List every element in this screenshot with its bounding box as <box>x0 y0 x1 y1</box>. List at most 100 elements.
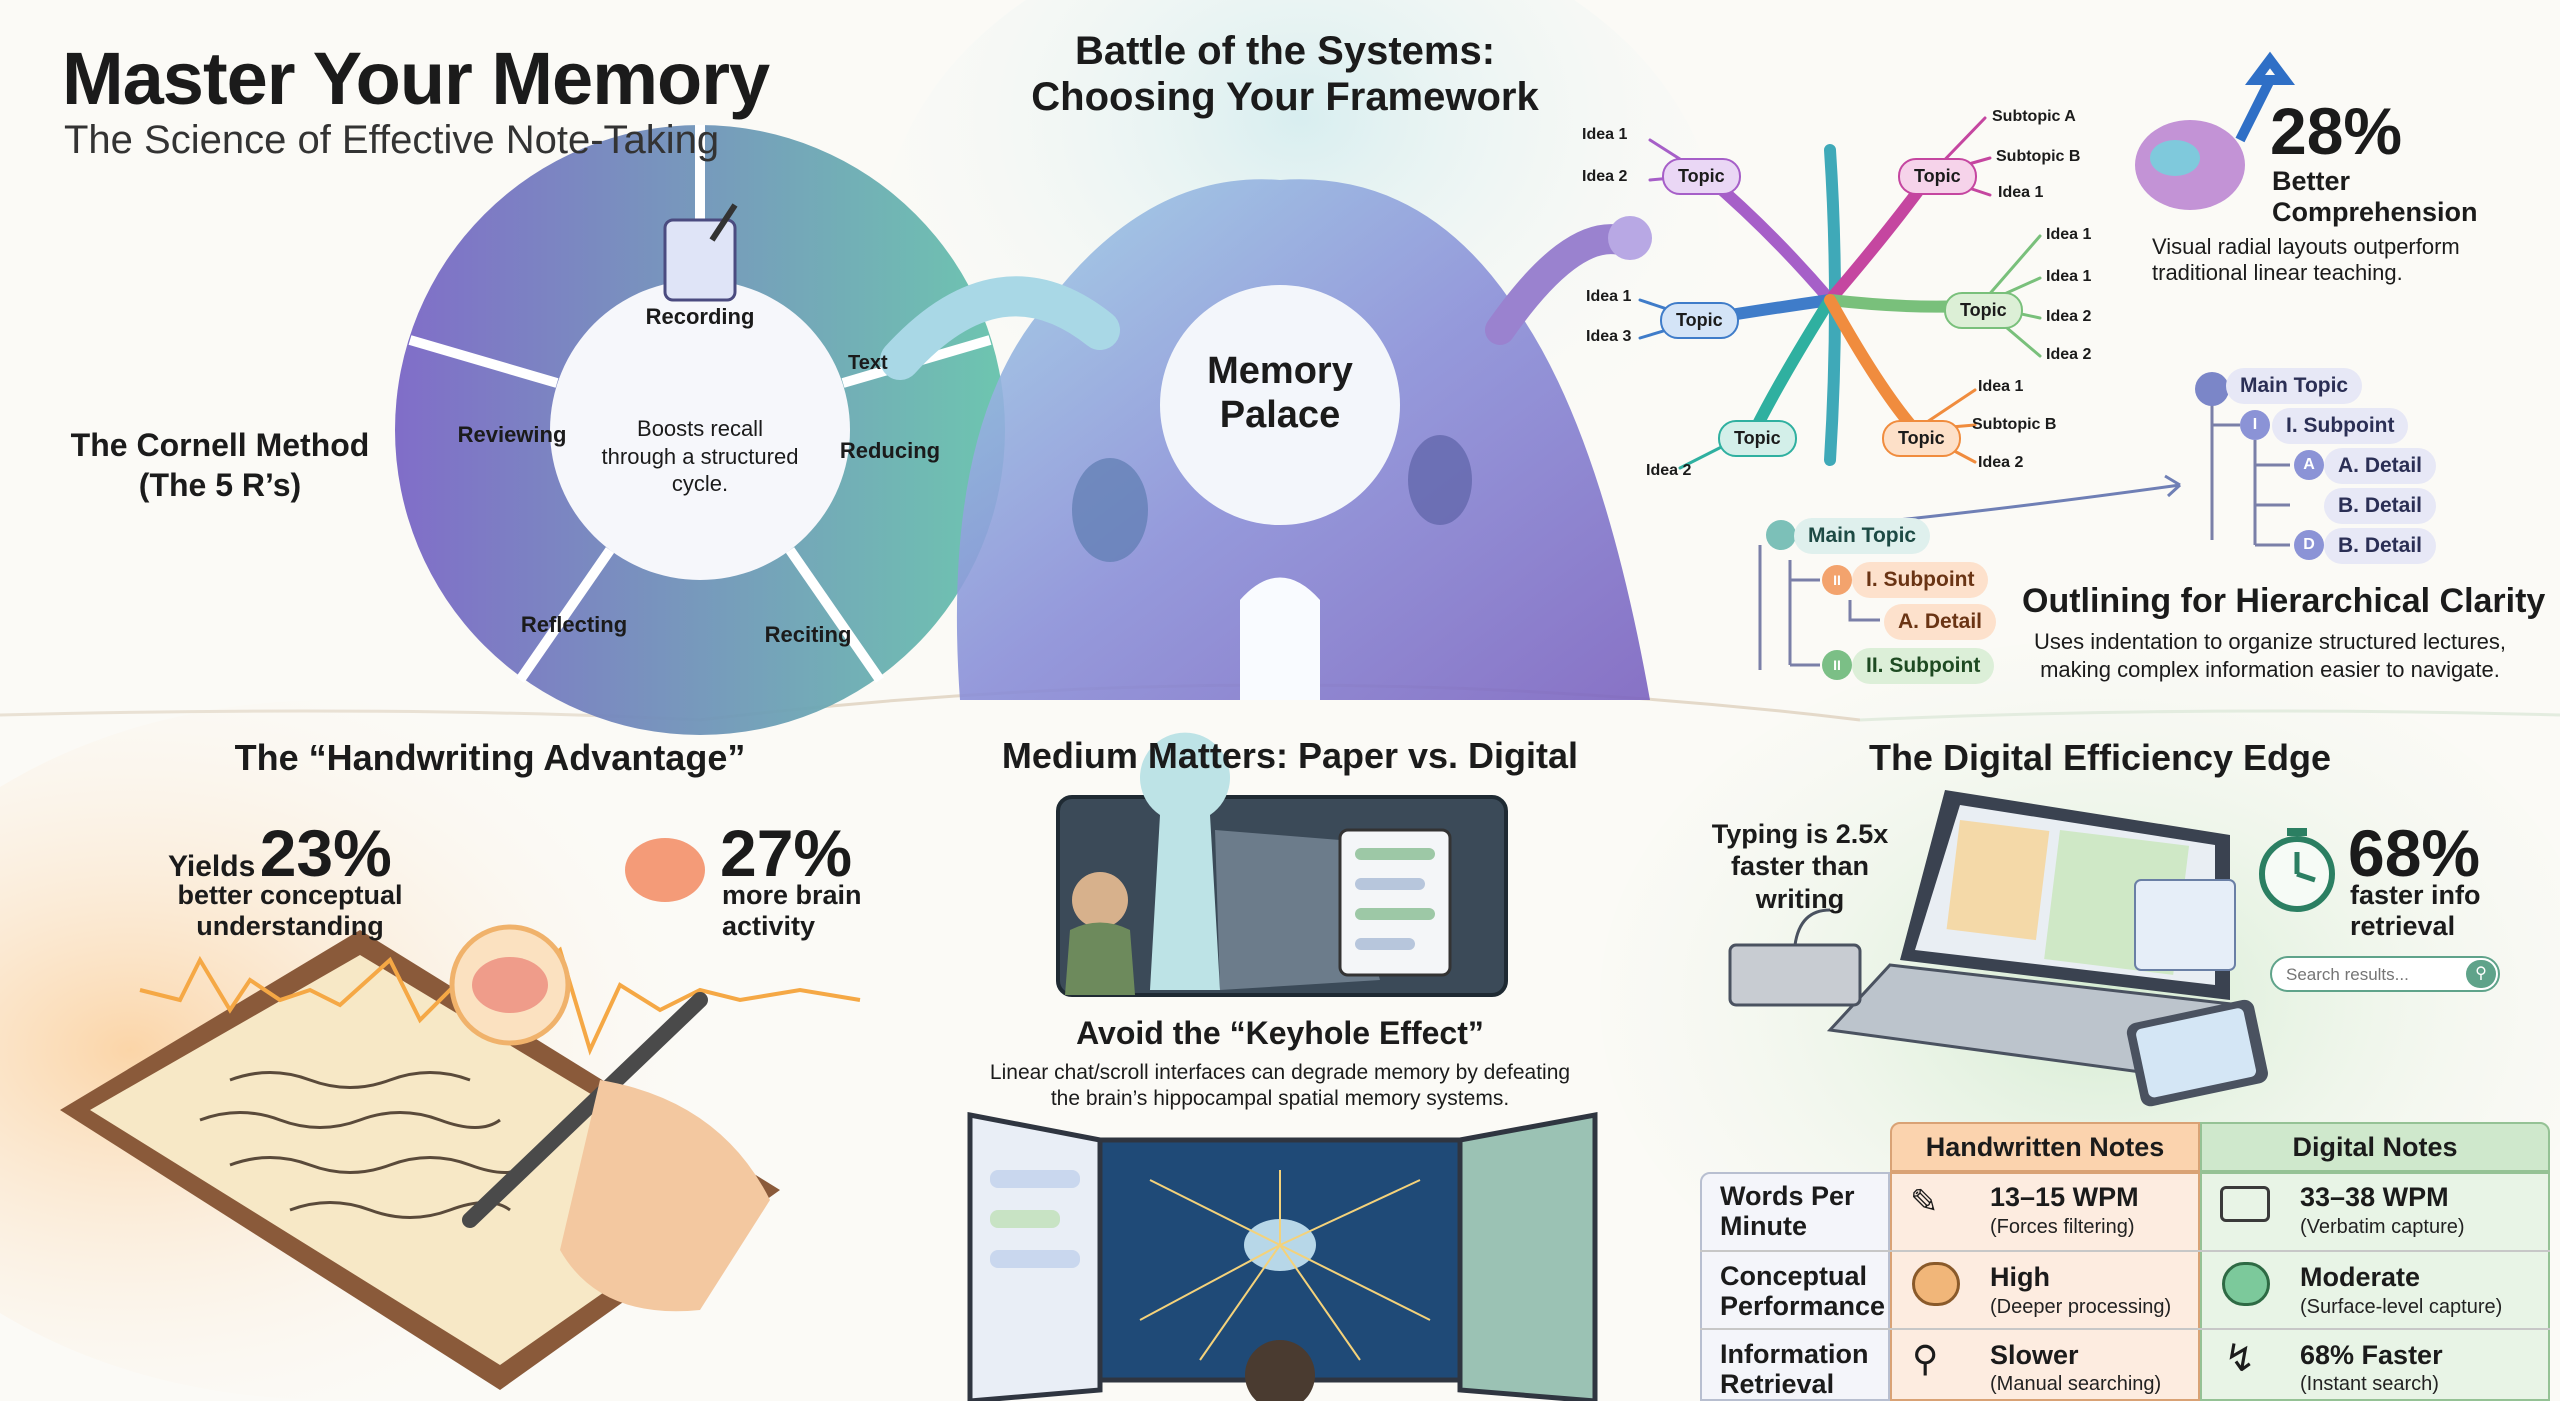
mindmap-idea: Idea 1 <box>1582 126 1628 143</box>
outline-marker: II <box>1822 650 1852 680</box>
table-label-column <box>1700 1172 1890 1401</box>
table-cell: (Surface-level capture) <box>2300 1296 2503 1318</box>
mindmap-idea: Idea 2 <box>1646 462 1692 479</box>
page-subtitle: The Science of Effective Note-Taking <box>64 118 720 162</box>
outline-subpoint: I. Subpoint <box>1852 562 1989 598</box>
table-row-label: Conceptual Performance <box>1720 1261 1886 1321</box>
outline-detail: B. Detail <box>2324 488 2437 524</box>
keyboard-icon <box>2220 1186 2270 1222</box>
brain-icon <box>1912 1262 1960 1306</box>
list-icon <box>1766 520 1796 550</box>
mindmap-node-3: Topic <box>1660 302 1739 339</box>
digital-stat-label: faster info retrieval <box>2350 880 2481 942</box>
medium-title: Medium Matters: Paper vs. Digital <box>1001 735 1579 776</box>
outline-marker: D <box>2294 530 2324 560</box>
list-icon <box>2195 372 2229 406</box>
outline-marker: I <box>2240 410 2270 440</box>
cornell-wheel <box>395 125 1005 735</box>
table-cell: High <box>1990 1262 2050 1292</box>
outline-detail: B. Detail <box>2324 528 2437 564</box>
table-cell: (Manual searching) <box>1990 1373 2162 1395</box>
outlining-desc: Uses indentation to organize structured … <box>2033 629 2507 682</box>
mindmap-idea: Idea 1 <box>2046 268 2092 285</box>
search-box[interactable]: ⚲ <box>2270 956 2500 992</box>
typing-speed-text: Typing is 2.5x faster than writing <box>1711 819 1889 914</box>
cornell-step-recording: Recording <box>645 304 755 329</box>
table-cell: 33–38 WPM <box>2300 1182 2449 1212</box>
table-cell: (Deeper processing) <box>1990 1296 2172 1318</box>
mindmap-idea: Idea 1 <box>1998 184 2044 201</box>
reducing-icon-text: Text <box>848 352 888 374</box>
outline-detail: A. Detail <box>1884 604 1997 640</box>
table-cell: 13–15 WPM <box>1990 1182 2139 1212</box>
laptop-illustration <box>1728 790 2335 1107</box>
table-header-digital: Digital Notes <box>2200 1122 2550 1172</box>
mindmap-idea: Idea 1 <box>1586 288 1632 305</box>
mindmap-idea: Idea 2 <box>1978 454 2024 471</box>
comprehension-stat-value: 28% <box>2270 94 2403 168</box>
mindmap-node-1: Topic <box>1662 158 1741 195</box>
outline-subpoint: II. Subpoint <box>1852 648 1995 684</box>
cornell-center-text: Boosts recall through a structured cycle… <box>601 416 799 496</box>
pen-icon: ✎ <box>1910 1183 1939 1221</box>
table-cell: (Verbatim capture) <box>2300 1216 2465 1238</box>
outlining-title: Outlining for Hierarchical Clarity <box>2022 582 2546 620</box>
mindmap-idea: Subtopic B <box>1996 148 2081 165</box>
mindmap-idea: Idea 1 <box>2046 226 2092 243</box>
brain-icon <box>2222 1262 2270 1306</box>
memory-palace-label: Memory Palace <box>1207 350 1353 436</box>
outline-marker: II <box>1822 565 1852 595</box>
digital-stat: 68% <box>2348 816 2481 890</box>
mindmap-idea: Idea 2 <box>2046 346 2092 363</box>
mindmap-node-2: Topic <box>1898 158 1977 195</box>
table-cell: 68% Faster <box>2300 1340 2443 1370</box>
search-icon[interactable]: ⚲ <box>2466 960 2496 988</box>
table-divider <box>1700 1250 2550 1252</box>
battle-title: Battle of the Systems: Choosing Your Fra… <box>1031 29 1539 119</box>
handwriting-stat-1-label: better conceptual understanding <box>177 880 403 942</box>
table-row-label: Information Retrieval <box>1720 1339 1869 1399</box>
outline-main-topic: Main Topic <box>2226 368 2363 404</box>
mindmap-idea: Subtopic A <box>1992 108 2076 125</box>
comparison-table: Handwritten Notes Digital Notes Words Pe… <box>1700 1122 2550 1401</box>
table-row-label: Words Per Minute <box>1720 1181 1855 1241</box>
page-title: Master Your Memory <box>62 37 770 120</box>
keyhole-title: Avoid the “Keyhole Effect” <box>1076 1015 1484 1051</box>
mindmap-node-6: Topic <box>1882 420 1961 457</box>
mindmap-node-4: Topic <box>1944 292 2023 329</box>
cornell-step-reducing: Reducing <box>839 438 941 463</box>
outline-main-topic: Main Topic <box>1794 518 1931 554</box>
mindmap-node-5: Topic <box>1718 420 1797 457</box>
memory-palace-illustration <box>880 179 1652 701</box>
outline-subpoint: I. Subpoint <box>2272 408 2409 444</box>
comprehension-desc: Visual radial layouts outperform traditi… <box>2152 234 2460 286</box>
table-cell: (Forces filtering) <box>1990 1216 2135 1238</box>
cornell-step-reflecting: Reflecting <box>520 612 628 637</box>
cornell-step-reciting: Reciting <box>764 622 852 647</box>
handwriting-tablet-illustration <box>60 924 861 1390</box>
magnifier-icon: ⚲ <box>1912 1338 1939 1379</box>
table-cell: Moderate <box>2300 1262 2421 1292</box>
mindmap-idea: Idea 3 <box>1586 328 1632 345</box>
panorama-illustration <box>967 1111 1598 1401</box>
search-input[interactable] <box>2284 962 2458 988</box>
mindmap-idea: Idea 2 <box>2046 308 2092 325</box>
keyhole-desc: Linear chat/scroll interfaces can degrad… <box>989 1061 1571 1111</box>
digital-title: The Digital Efficiency Edge <box>1868 737 2332 778</box>
handwriting-stat-2: 27% <box>720 816 853 890</box>
cornell-method-label: The Cornell Method (The 5 R’s) <box>70 427 370 503</box>
table-header-handwritten: Handwritten Notes <box>1890 1122 2200 1172</box>
handwriting-stat-1: Yields 23% <box>168 816 392 890</box>
mindmap-idea: Idea 1 <box>1978 378 2024 395</box>
keyhole-illustration <box>1056 732 1508 997</box>
mindmap-idea: Subtopic B <box>1972 416 2057 433</box>
table-divider <box>1700 1328 2550 1330</box>
cornell-step-reviewing: Reviewing <box>457 422 567 447</box>
mindmap-idea: Idea 2 <box>1582 168 1628 185</box>
lightning-icon: ↯ <box>2224 1338 2256 1380</box>
outline-marker: A <box>2294 450 2324 480</box>
table-cell: Slower <box>1990 1340 2079 1370</box>
table-cell: (Instant search) <box>2300 1373 2439 1395</box>
handwriting-title: The “Handwriting Advantage” <box>234 737 746 778</box>
